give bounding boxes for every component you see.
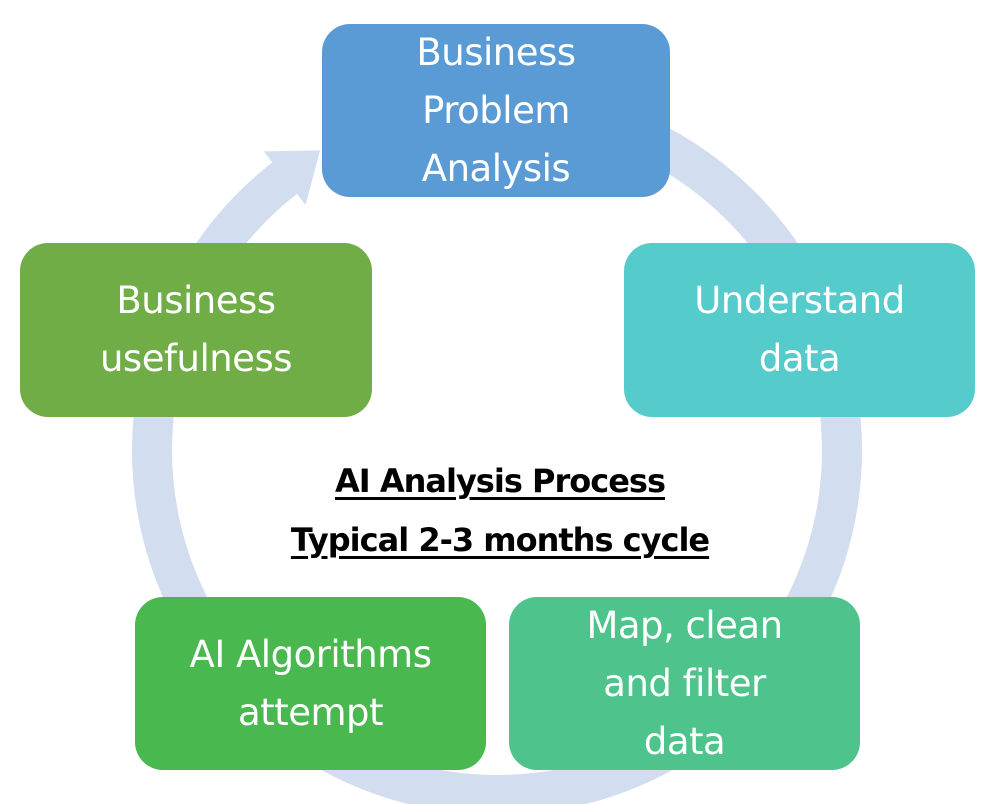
node-label-line: data [643,719,726,763]
center-title-line-2: Typical 2-3 months cycle [290,521,710,559]
cycle-arrowhead [263,150,321,205]
center-title-line-1: AI Analysis Process [335,462,666,500]
node-business-usefulness: Business usefulness [20,243,372,417]
node-understand-data: Understand data [624,243,975,417]
node-business-problem-analysis: Business Problem Analysis [322,24,670,197]
node-label-line: usefulness [99,337,293,380]
node-label-line: Problem [422,88,570,132]
node-label-line: Map, clean [586,603,783,647]
node-label-line: Understand [694,279,905,322]
node-label-line: Analysis [421,146,571,190]
node-label-line: data [758,337,841,380]
node-label-line: Business [416,30,576,74]
node-label-line: AI Algorithms [189,632,432,676]
node-ai-algorithms-attempt: AI Algorithms attempt [135,597,486,770]
node-label-line: attempt [238,690,384,734]
node-label-line: and filter [603,661,766,705]
node-label-line: Business [116,279,276,322]
node-map-clean-filter-data: Map, clean and filter data [509,597,860,770]
